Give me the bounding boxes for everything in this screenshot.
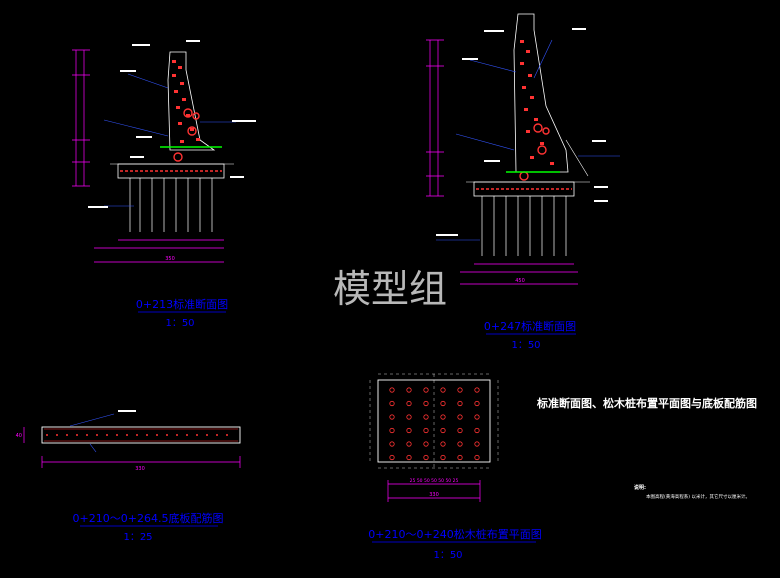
- section-2-title: 0+247标准断面图: [484, 319, 576, 333]
- pile-dot: [389, 454, 395, 461]
- pile-plan: 25 50 50 50 50 50 25 330 0+210～0+240松木桩布…: [368, 373, 542, 561]
- section-2-piles: [481, 196, 567, 256]
- pile-dot: [457, 427, 463, 434]
- watermark: 模型组: [333, 267, 447, 311]
- section-2-wall: [506, 13, 569, 181]
- section-2-scale: 1：50: [511, 340, 540, 351]
- notes-heading: 说明:: [634, 484, 646, 491]
- section-1-vertical-dims: [72, 49, 90, 187]
- section-2-width-dim: 450: [515, 278, 525, 284]
- pile-dot: [440, 400, 446, 407]
- slab-title: 0+210～0+264.5底板配筋图: [73, 511, 224, 525]
- section-1-piles: [129, 178, 213, 232]
- sheet-title: 标准断面图、松木桩布置平面图与底板配筋图: [536, 396, 757, 410]
- pile-dot: [457, 414, 463, 420]
- pile-row-dim: 25 50 50 50 50 50 25: [410, 478, 459, 484]
- pile-dot: [389, 387, 395, 393]
- slab-rebar: 330 40 0+210～0+264.5底板配筋图 1：25: [16, 410, 241, 543]
- section-1-wall: [160, 51, 222, 162]
- pile-dots: [389, 387, 480, 461]
- pile-dot: [423, 400, 429, 407]
- pile-dot: [474, 427, 480, 434]
- section-2-masonry-hatch: [520, 40, 554, 165]
- pile-plan-gridlines: [369, 373, 499, 470]
- pile-dot: [474, 454, 480, 461]
- notes-line-1: 本图高程(黄海高程系) 以米计，其它尺寸以厘米计。: [646, 493, 750, 500]
- pile-dot: [406, 427, 412, 434]
- section-1-base: [110, 163, 234, 179]
- pile-dot: [423, 387, 429, 393]
- section-2-base: [466, 139, 590, 197]
- pile-dot: [474, 414, 480, 420]
- pile-dot: [406, 441, 412, 447]
- pile-dot: [389, 400, 395, 407]
- section-1-masonry-hatch: [172, 60, 200, 143]
- section-2-note-placeholders: [436, 28, 608, 236]
- slab-scale: 1：25: [123, 532, 152, 543]
- pile-dot: [440, 427, 446, 434]
- pile-dot: [457, 387, 463, 393]
- pile-dot: [474, 387, 480, 393]
- section-1-scale: 1：50: [165, 318, 194, 329]
- pile-dot: [406, 454, 412, 461]
- pile-dot: [457, 400, 463, 407]
- section-2: 450 0+247标准断面图 1：50: [426, 13, 620, 351]
- pile-dot: [474, 400, 480, 407]
- slab-dims: [23, 427, 241, 468]
- pile-dot: [440, 441, 446, 447]
- section-1-note-placeholders: [88, 40, 256, 208]
- pile-dot: [406, 400, 412, 407]
- pile-dot: [406, 387, 412, 393]
- pile-dot: [423, 454, 429, 461]
- pile-dot: [440, 454, 446, 461]
- pile-title: 0+210～0+240松木桩布置平面图: [368, 527, 541, 541]
- section-2-leaders: [436, 39, 620, 241]
- pile-dot: [389, 441, 395, 447]
- section-2-bottom-dims: [460, 263, 578, 285]
- pile-dot: [474, 441, 480, 447]
- section-1-bottom-dims: [94, 239, 224, 263]
- pile-dot: [457, 441, 463, 447]
- pile-dot: [423, 427, 429, 434]
- pile-dot: [440, 387, 446, 393]
- pile-dot: [389, 427, 395, 434]
- pile-dims: [387, 480, 481, 502]
- pile-dot: [423, 414, 429, 420]
- pile-scale: 1：50: [433, 550, 462, 561]
- section-1: 350 0+213标准断面图 1：50: [72, 40, 256, 329]
- section-2-vertical-dims: [426, 39, 444, 197]
- pile-dot: [423, 441, 429, 447]
- section-1-leaders: [103, 73, 236, 207]
- slab-height-dim: 40: [16, 433, 22, 439]
- pile-dot: [389, 414, 395, 420]
- slab-width-dim: 330: [135, 466, 145, 472]
- pile-width-dim: 330: [429, 492, 439, 498]
- pile-dot: [457, 454, 463, 461]
- pile-dot: [406, 414, 412, 420]
- pile-dot: [440, 414, 446, 420]
- section-1-width-dim: 350: [165, 256, 175, 262]
- section-1-title: 0+213标准断面图: [136, 297, 228, 311]
